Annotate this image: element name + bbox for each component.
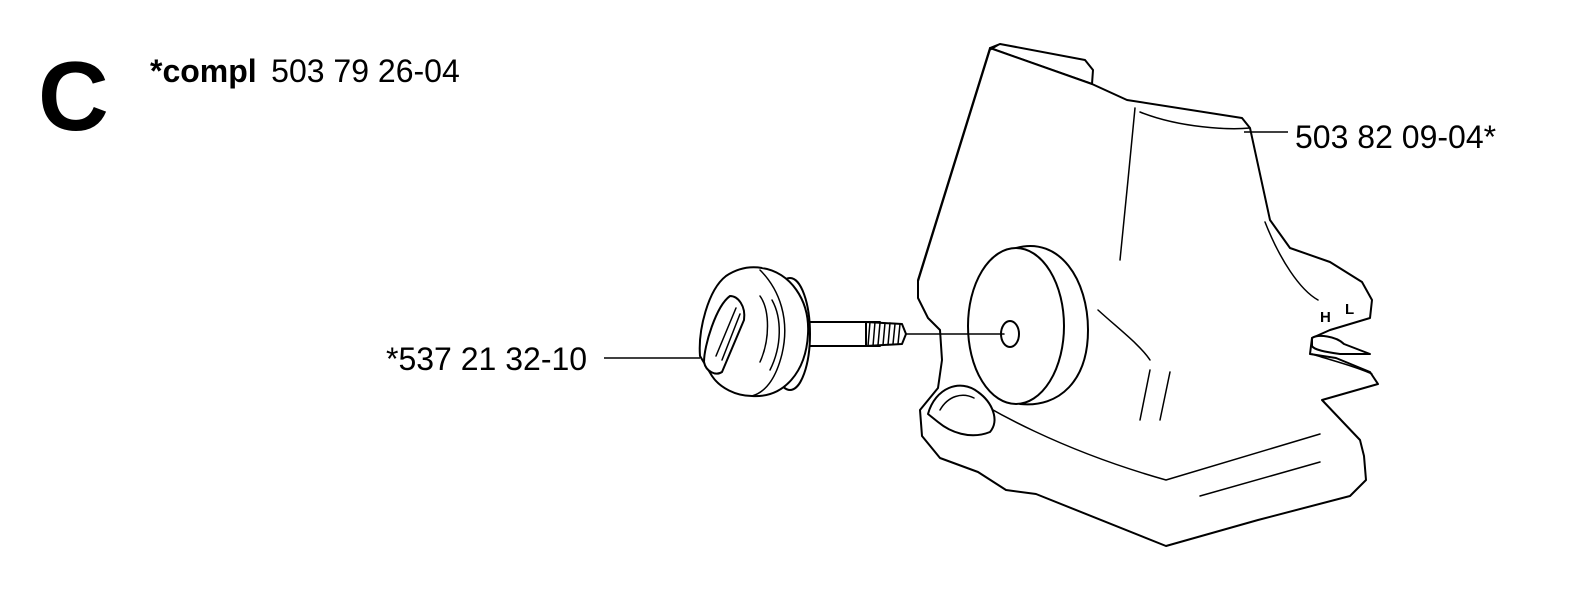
cover-shoulder-line <box>1097 309 1151 361</box>
cover-slot-edge <box>1311 353 1373 375</box>
cover-part: H L <box>917 43 1379 547</box>
cover-side-crease <box>1264 221 1319 301</box>
cover-marking-high: H <box>1320 309 1331 326</box>
cover-ridge-inner <box>1139 111 1251 130</box>
cover-side-streak-1 <box>1139 369 1151 421</box>
cover-fold-top <box>917 43 1001 283</box>
cover-adjust-slot <box>1311 335 1371 355</box>
knob-callout-label: *537 21 32-10 <box>386 341 587 377</box>
cover-side-streak-2 <box>1159 371 1171 421</box>
knob-grip-slot <box>715 307 741 361</box>
knob-highlight-1 <box>759 295 769 363</box>
knob-part <box>698 266 1005 398</box>
cover-callout-label: 503 82 09-04* <box>1295 119 1496 155</box>
cover-ridge-front <box>1119 107 1136 261</box>
knob-thread-lines <box>867 321 901 347</box>
cover-lip-inner <box>939 394 975 411</box>
cover-body-outline <box>917 47 1379 547</box>
section-letter: C <box>38 41 109 151</box>
knob-highlight-2 <box>769 299 780 371</box>
cover-marking-low: L <box>1345 301 1354 318</box>
assembly-prefix: *compl <box>150 53 257 89</box>
cover-boss-rim <box>1015 245 1089 406</box>
knob-thread <box>865 321 907 347</box>
cover-base-crease <box>1199 461 1321 497</box>
assembly-part-number: 503 79 26-04 <box>271 53 460 89</box>
cover-lip <box>927 384 996 437</box>
assembly-number: *compl 503 79 26-04 <box>150 53 460 89</box>
knob-cap-edge <box>751 269 786 397</box>
